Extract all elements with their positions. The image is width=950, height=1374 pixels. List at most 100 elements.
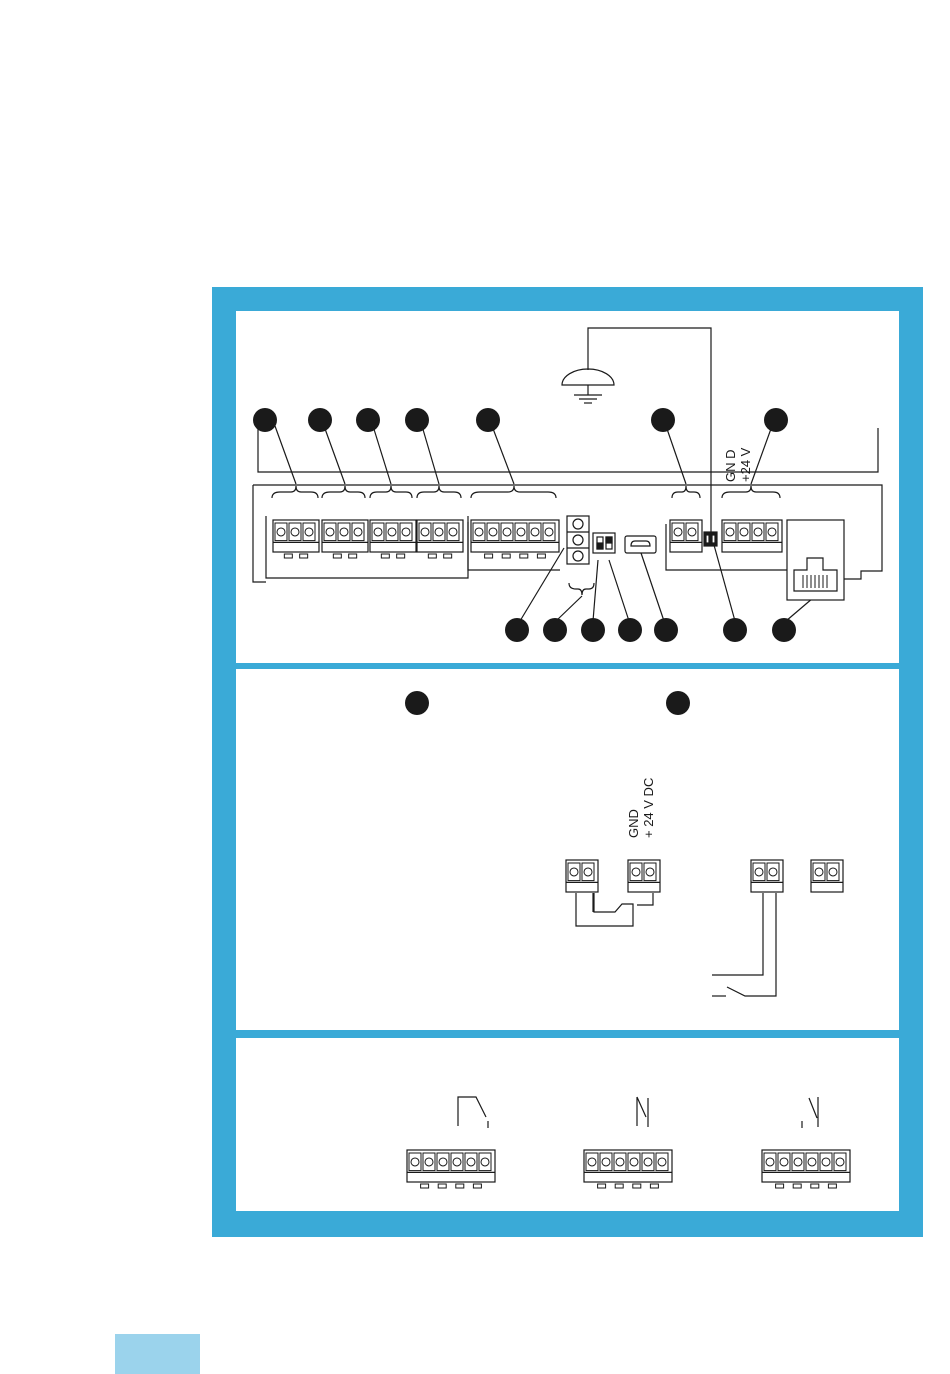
terminal-screw (449, 528, 457, 536)
terminal-screw (354, 528, 362, 536)
terminal-block-3 (370, 520, 416, 558)
terminal-screw (425, 1158, 433, 1166)
detail-marker-right (666, 691, 690, 715)
power-gnd-label: GN D (723, 450, 738, 483)
terminal-foot (520, 554, 528, 558)
micro-usb-icon (625, 536, 656, 553)
terminal-screw (808, 1158, 816, 1166)
terminal-screw (481, 1158, 489, 1166)
detail-block-a (566, 860, 598, 892)
terminal-screw (822, 1158, 830, 1166)
terminal-screw (632, 868, 640, 876)
terminal-screw (326, 528, 334, 536)
terminal-screw (658, 1158, 666, 1166)
page-number-tab (115, 1334, 200, 1374)
power-24v-label: +24 V (738, 447, 753, 482)
terminal-screw (588, 1158, 596, 1166)
terminal-screw (421, 528, 429, 536)
callout-top-2 (308, 408, 332, 432)
terminal-screw (545, 528, 553, 536)
terminal-screw (794, 1158, 802, 1166)
terminal-screw (768, 528, 776, 536)
terminal-screw (630, 1158, 638, 1166)
terminal-foot (333, 554, 341, 558)
callout-top-1 (253, 408, 277, 432)
terminal-foot (300, 554, 308, 558)
terminal-block-7 (722, 520, 782, 552)
terminal-foot (537, 554, 545, 558)
terminal-screw (584, 868, 592, 876)
terminal-screw (531, 528, 539, 536)
terminal-screw (815, 868, 823, 876)
terminal-screw (766, 1158, 774, 1166)
callout-top-6 (651, 408, 675, 432)
callout-bottom-2 (543, 618, 567, 642)
terminal-screw (435, 528, 443, 536)
callout-bottom-6 (723, 618, 747, 642)
relay-terminals (407, 1150, 850, 1188)
terminal-screw (277, 528, 285, 536)
terminal-block-4 (417, 520, 463, 558)
terminal-screw (754, 528, 762, 536)
terminal-foot (381, 554, 389, 558)
relay-block-1 (407, 1150, 495, 1188)
terminal-screw (489, 528, 497, 536)
detail-block-b (628, 860, 660, 892)
terminal-screw (340, 528, 348, 536)
terminal-block-2 (322, 520, 368, 558)
terminal-foot (633, 1184, 641, 1188)
terminal-foot (438, 1184, 446, 1188)
terminal-foot (485, 554, 493, 558)
terminal-screw (475, 528, 483, 536)
terminal-screw (291, 528, 299, 536)
callout-top-4 (405, 408, 429, 432)
terminal-foot (828, 1184, 836, 1188)
terminal-block-6 (670, 520, 702, 552)
callout-top-3 (356, 408, 380, 432)
terminal-screw (755, 868, 763, 876)
terminal-screw (674, 528, 682, 536)
terminal-screw (374, 528, 382, 536)
terminal-block-5 (471, 520, 559, 558)
terminal-screw (616, 1158, 624, 1166)
detail-block-c (751, 860, 783, 892)
terminal-foot (615, 1184, 623, 1188)
callout-bottom-3 (581, 618, 605, 642)
terminal-screw (769, 868, 777, 876)
terminal-screw (411, 1158, 419, 1166)
callout-top-5 (476, 408, 500, 432)
detail-marker-left (405, 691, 429, 715)
terminal-screw (602, 1158, 610, 1166)
terminal-screw (305, 528, 313, 536)
panel-detail (236, 669, 899, 1030)
terminal-screw (740, 528, 748, 536)
terminal-screw (467, 1158, 475, 1166)
terminal-foot (456, 1184, 464, 1188)
terminal-foot (502, 554, 510, 558)
terminal-screw (836, 1158, 844, 1166)
terminal-foot (349, 554, 357, 558)
callout-bottom-1 (505, 618, 529, 642)
callout-bottom-5 (654, 618, 678, 642)
terminal-foot (793, 1184, 801, 1188)
relay-block-2 (584, 1150, 672, 1188)
terminal-block-1 (273, 520, 319, 558)
dc-24v-label: + 24 V DC (641, 778, 656, 838)
terminal-screw (646, 868, 654, 876)
terminal-foot (650, 1184, 658, 1188)
terminal-foot (776, 1184, 784, 1188)
terminal-screw (570, 868, 578, 876)
terminal-foot (811, 1184, 819, 1188)
terminal-screw (644, 1158, 652, 1166)
terminal-screw (688, 528, 696, 536)
terminal-screw (402, 528, 410, 536)
terminal-screw (829, 868, 837, 876)
terminal-foot (444, 554, 452, 558)
terminal-foot (473, 1184, 481, 1188)
terminal-screw (453, 1158, 461, 1166)
terminal-foot (397, 554, 405, 558)
terminal-foot (284, 554, 292, 558)
dc-gnd-label: GND (626, 809, 641, 838)
terminal-foot (421, 1184, 429, 1188)
terminal-screw (503, 528, 511, 536)
